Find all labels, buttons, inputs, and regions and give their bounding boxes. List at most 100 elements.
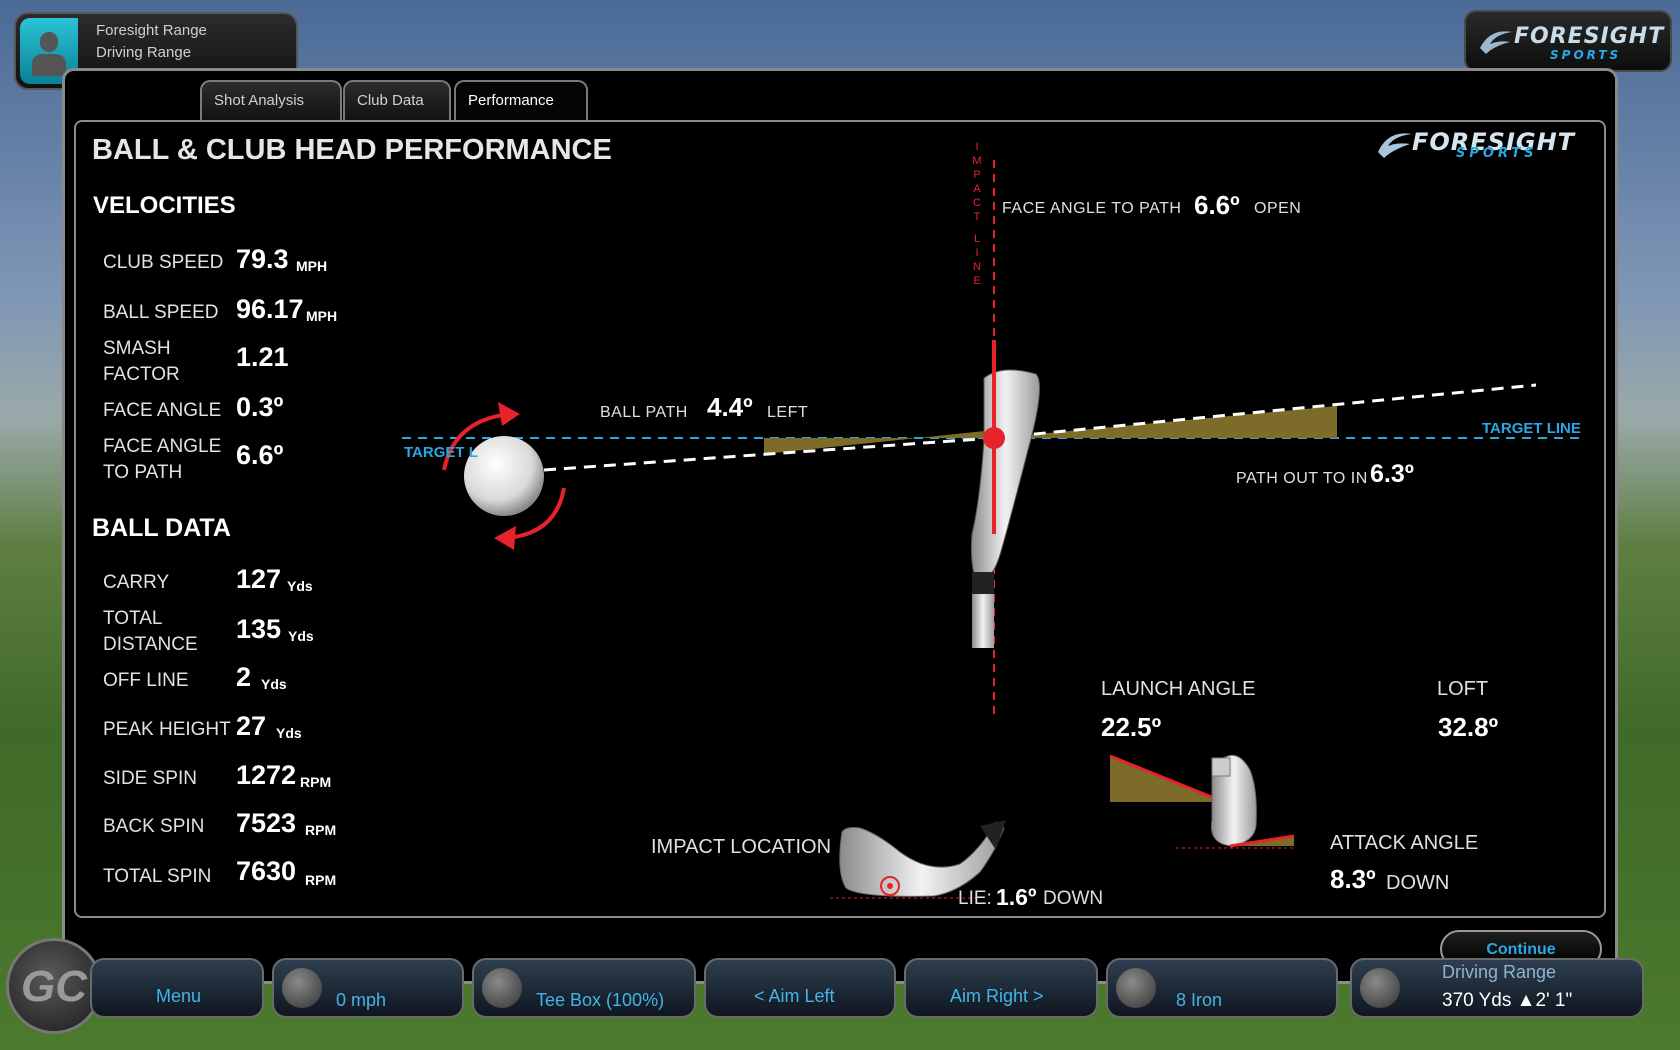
side-spin-label: SIDE SPIN xyxy=(103,768,197,789)
brand-name: FORESIGHT xyxy=(1514,24,1665,49)
wind-button[interactable]: 0 mph xyxy=(272,958,464,1018)
location-mode: Driving Range xyxy=(96,44,192,61)
carry-label: CARRY xyxy=(103,572,170,593)
lie-label: LIE: xyxy=(958,888,992,909)
total-distance-label-1: TOTAL xyxy=(103,608,163,629)
path-out-to-in-value: 6.3º xyxy=(1370,460,1414,488)
location-course: Foresight Range xyxy=(96,22,207,39)
club-head-top-icon xyxy=(970,369,1041,575)
peak-height-unit: Yds xyxy=(276,725,302,741)
brand-logo-top: FORESIGHT SPORTS xyxy=(1464,10,1672,72)
face-to-path-label-2: TO PATH xyxy=(103,462,183,483)
attack-angle-dir: DOWN xyxy=(1386,872,1450,894)
peak-height-value: 27 xyxy=(236,711,267,741)
launch-angle-label: LAUNCH ANGLE xyxy=(1101,678,1256,700)
total-distance-unit: Yds xyxy=(288,628,314,644)
brand-swoosh-icon xyxy=(1378,133,1412,158)
target-line-label-right: TARGET LINE xyxy=(1482,420,1581,437)
ball-data-heading: BALL DATA xyxy=(92,514,231,542)
brand-name-inner: FORESIGHT xyxy=(1412,128,1576,156)
club-select-button[interactable]: 8 Iron xyxy=(1106,958,1338,1018)
club-speed-value: 79.3 xyxy=(236,244,289,274)
face-to-path-diagram-dir: OPEN xyxy=(1254,200,1302,217)
performance-panel xyxy=(74,120,1606,918)
impact-line-label: I M P A C T L I N E xyxy=(972,141,982,287)
club-head-side-icon xyxy=(1210,754,1257,847)
attack-angle-value: 8.3º xyxy=(1330,864,1376,894)
brand-sub: SPORTS xyxy=(1550,48,1622,62)
ball-path-value: 4.4º xyxy=(707,392,753,422)
launch-angle-value: 22.5º xyxy=(1101,712,1162,742)
aim-left-button[interactable]: < Aim Left xyxy=(704,958,896,1018)
tab-performance[interactable]: Performance xyxy=(454,80,588,122)
ball-path-wedge xyxy=(764,430,994,454)
tab-club-data[interactable]: Club Data xyxy=(343,80,451,122)
total-distance-value: 135 xyxy=(236,614,282,644)
spin-arrow-top xyxy=(442,412,511,471)
face-angle-value: 0.3º xyxy=(236,392,284,422)
ball-speed-unit: MPH xyxy=(306,308,338,324)
face-to-path-label-1: FACE ANGLE xyxy=(103,436,222,457)
face-to-path-value: 6.6º xyxy=(236,440,284,470)
tab-shot-analysis[interactable]: Shot Analysis xyxy=(200,80,342,122)
range-knob-icon xyxy=(1360,968,1400,1008)
smash-factor-label-1: SMASH xyxy=(103,338,171,359)
tee-box-button[interactable]: Tee Box (100%) xyxy=(472,958,696,1018)
total-spin-value: 7630 xyxy=(236,856,297,886)
iron-face-icon xyxy=(839,821,1005,897)
back-spin-label: BACK SPIN xyxy=(103,816,205,837)
gc-logo-icon: GC xyxy=(6,938,102,1034)
total-distance-label-2: DISTANCE xyxy=(103,634,198,655)
club-label: 8 Iron xyxy=(1176,990,1223,1010)
peak-height-label: PEAK HEIGHT xyxy=(103,719,231,740)
range-distance: 370 Yds ▲2' 1" xyxy=(1442,990,1573,1011)
tee-knob-icon xyxy=(482,968,522,1008)
aim-left-label: < Aim Left xyxy=(754,986,835,1006)
side-spin-unit: RPM xyxy=(300,774,332,790)
smash-factor-value: 1.21 xyxy=(236,342,289,372)
ball-path-line xyxy=(543,436,995,472)
ball-speed-value: 96.17 xyxy=(236,294,304,324)
wind-label: 0 mph xyxy=(336,990,387,1010)
off-line-label: OFF LINE xyxy=(103,670,189,691)
off-line-value: 2 xyxy=(236,662,252,692)
golf-ball-icon xyxy=(464,436,544,516)
total-spin-label: TOTAL SPIN xyxy=(103,866,212,887)
wind-knob-icon xyxy=(282,968,322,1008)
total-spin-unit: RPM xyxy=(305,872,337,888)
target-line-label-left: TARGET L xyxy=(404,444,478,461)
impact-location-label: IMPACT LOCATION xyxy=(651,836,832,858)
spin-arrow-bottom xyxy=(505,487,566,540)
off-line-unit: Yds xyxy=(261,676,287,692)
back-spin-value: 7523 xyxy=(236,808,297,838)
club-speed-label: CLUB SPEED xyxy=(103,252,224,273)
ball-speed-label: BALL SPEED xyxy=(103,302,219,323)
page-title: BALL & CLUB HEAD PERFORMANCE xyxy=(92,134,612,166)
player-avatar xyxy=(20,18,78,84)
face-to-path-diagram-label: FACE ANGLE TO PATH xyxy=(1002,200,1182,217)
carry-unit: Yds xyxy=(287,578,313,594)
brand-swoosh-icon xyxy=(1480,31,1512,54)
attack-angle-label: ATTACK ANGLE xyxy=(1330,832,1479,854)
location-panel: Foresight Range Driving Range xyxy=(14,12,298,90)
side-spin-value: 1272 xyxy=(236,760,297,790)
range-name: Driving Range xyxy=(1442,962,1557,982)
loft-value: 32.8º xyxy=(1438,712,1499,742)
smash-factor-label-2: FACTOR xyxy=(103,364,180,385)
club-knob-icon xyxy=(1116,968,1156,1008)
aim-right-button[interactable]: Aim Right > xyxy=(904,958,1098,1018)
club-path-line xyxy=(993,383,1537,440)
impact-point xyxy=(983,427,1005,449)
impact-location-marker xyxy=(880,876,900,896)
menu-label: Menu xyxy=(156,986,202,1006)
back-spin-unit: RPM xyxy=(305,822,337,838)
aim-right-label: Aim Right > xyxy=(950,986,1044,1006)
range-info-panel[interactable]: Driving Range 370 Yds ▲2' 1" xyxy=(1350,958,1644,1018)
menu-button[interactable]: Menu xyxy=(90,958,264,1018)
lie-dir: DOWN xyxy=(1043,888,1104,909)
club-speed-unit: MPH xyxy=(296,258,328,274)
velocities-heading: VELOCITIES xyxy=(93,192,236,219)
ball-path-label: BALL PATH xyxy=(600,404,688,421)
loft-label: LOFT xyxy=(1437,678,1489,700)
